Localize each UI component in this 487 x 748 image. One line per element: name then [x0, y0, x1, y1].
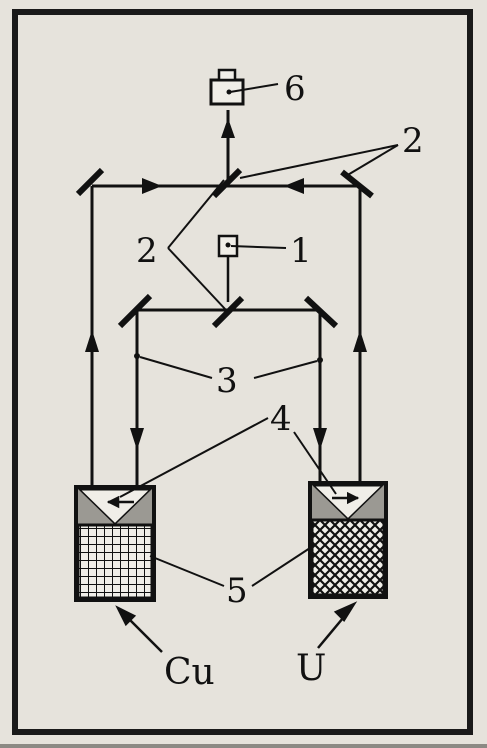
material-arrows — [115, 601, 358, 653]
lower-mirrors — [117, 293, 339, 329]
arrow-right-top-beam — [142, 178, 162, 194]
label-u: U — [296, 648, 326, 689]
mirror-top-left — [75, 167, 105, 197]
label-5: 5 — [226, 571, 248, 611]
leader-lines-2 — [167, 144, 399, 311]
light-source — [217, 234, 287, 302]
arrow-left-top-beam — [284, 178, 304, 194]
label-1: 1 — [290, 231, 312, 271]
label-cu: Cu — [164, 652, 215, 693]
mirror-top-center — [211, 167, 243, 199]
mirror-lower-left — [117, 293, 153, 329]
label-3: 3 — [216, 361, 238, 401]
arrow-up-left-beam — [85, 330, 99, 352]
arrow-up-right-beam — [353, 330, 367, 352]
leader-lines-5 — [149, 547, 311, 587]
crystal-u — [308, 481, 388, 599]
camera-detector — [209, 68, 279, 106]
label-6: 6 — [284, 69, 306, 109]
mirror-lower-right — [303, 295, 339, 329]
label-2-left: 2 — [136, 231, 158, 271]
diagram-frame — [12, 9, 473, 735]
label-2-top: 2 — [402, 121, 424, 161]
leader-lines-4 — [119, 417, 337, 498]
beam-arrows — [85, 118, 367, 450]
label-4: 4 — [270, 399, 292, 439]
crystal-cu — [74, 485, 156, 602]
arrow-up-to-camera — [221, 118, 235, 138]
mirror-lower-center — [211, 295, 245, 329]
reference-points — [134, 353, 323, 379]
